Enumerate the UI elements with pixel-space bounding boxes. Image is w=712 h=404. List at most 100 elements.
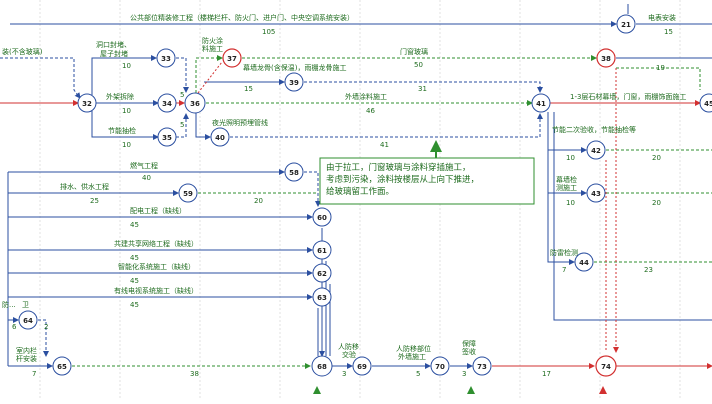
arrow-32-35 <box>91 111 159 140</box>
arrow-32-33 <box>91 55 157 95</box>
num-gas: 40 <box>142 174 151 182</box>
label-defense2: 外墙施工 <box>398 352 426 361</box>
node-64: 64 <box>18 310 38 330</box>
node-69: 69 <box>352 356 372 376</box>
label-glass-left: 装(不含玻璃) <box>2 47 43 56</box>
node-35: 35 <box>157 127 177 147</box>
node-45: 45 <box>699 93 712 113</box>
num-left-2: 2 <box>44 323 48 331</box>
svg-text:41: 41 <box>536 100 546 108</box>
num-curtain: 10 <box>566 199 575 207</box>
svg-text:43: 43 <box>591 190 601 198</box>
num-17: 17 <box>542 370 551 378</box>
num-water: 25 <box>90 197 99 205</box>
num-outer: 10 <box>122 107 131 115</box>
node-32: 32 <box>77 93 97 113</box>
label-hole: 洞口封堵、 <box>96 40 131 49</box>
node-21: 21 <box>616 14 636 34</box>
node-68: 68 <box>311 355 333 377</box>
svg-text:58: 58 <box>289 169 299 177</box>
label-smoke: 防雷检测 <box>550 248 578 257</box>
num-defense: 5 <box>416 370 420 378</box>
arrow-41-down <box>553 112 712 321</box>
label-outer: 外架拆除 <box>106 92 134 101</box>
label-common: 共建共享网络工程（缺线） <box>114 239 198 248</box>
num-light: 41 <box>380 141 389 149</box>
num-ceiling: 15 <box>244 85 253 93</box>
annotation-line2: 考虑到污染，涂料按楼层从上向下推进， <box>326 174 479 185</box>
label-left-d2: 防... <box>2 300 16 309</box>
svg-text:68: 68 <box>317 363 327 371</box>
num-20b: 20 <box>652 154 661 162</box>
svg-text:44: 44 <box>579 259 589 267</box>
svg-text:59: 59 <box>183 190 193 198</box>
annotation-line1: 由于拉工，门窗玻璃与涂料穿插施工， <box>326 162 471 173</box>
arrow-41-44 <box>547 193 575 265</box>
arrow-36-37 <box>195 55 223 93</box>
node-40: 40 <box>210 127 230 147</box>
svg-text:62: 62 <box>317 270 327 278</box>
label-light: 夜光照明预埋管线 <box>212 118 268 127</box>
label-left-d: 卫 <box>22 301 29 309</box>
num-smart: 45 <box>130 277 139 285</box>
num-left-6: 6 <box>12 323 17 331</box>
node-58: 58 <box>284 162 304 182</box>
svg-text:45: 45 <box>704 100 712 108</box>
num-exterior: 46 <box>366 107 375 115</box>
num-meter: 15 <box>664 28 673 36</box>
label-check: 保障 <box>462 339 476 348</box>
num-20a: 20 <box>254 197 263 205</box>
node-59: 59 <box>178 183 198 203</box>
svg-text:33: 33 <box>161 55 171 63</box>
label-power: 配电工程（缺线） <box>130 206 186 215</box>
node-42: 42 <box>586 140 606 160</box>
node-37: 37 <box>222 48 242 68</box>
node-74: 74 <box>595 355 617 377</box>
svg-text:64: 64 <box>23 317 33 325</box>
label-door-glass: 门窗玻璃 <box>400 47 428 56</box>
label-ceiling: 幕墙龙骨(含保温)，雨棚龙骨施工 <box>243 63 346 72</box>
num-20c: 20 <box>652 199 661 207</box>
label-lobby: 室内栏 <box>16 346 37 355</box>
label-smart: 智能化系统施工（缺线） <box>118 262 195 271</box>
num-check: 3 <box>462 370 466 378</box>
num-door-glass: 50 <box>414 61 423 69</box>
label-save: 节能抽检 <box>108 126 136 135</box>
num-facade-side: 10 <box>566 154 575 162</box>
node-63: 63 <box>312 287 332 307</box>
label-fire: 防火涂 <box>202 36 223 45</box>
label-curtain: 幕墙检 <box>556 175 577 184</box>
svg-text:61: 61 <box>317 247 327 255</box>
arrow-40-41 <box>230 113 543 138</box>
node-43: 43 <box>586 183 606 203</box>
label-facade-side: 节能二次验收，节能抽检等 <box>552 125 636 134</box>
label-top: 公共部位精装修工程（楼梯栏杆、防火门、进户门、中央空调系统安装） <box>130 13 354 22</box>
svg-text:39: 39 <box>289 79 299 87</box>
svg-text:21: 21 <box>621 21 631 29</box>
node-34: 34 <box>157 93 177 113</box>
label-curtain2: 测施工 <box>556 183 577 192</box>
svg-text:63: 63 <box>317 294 327 302</box>
label-meter: 电表安装 <box>648 13 676 22</box>
node-73: 73 <box>472 356 492 376</box>
node-62: 62 <box>312 263 332 283</box>
svg-text:74: 74 <box>601 363 611 371</box>
label-exterior: 外墙涂料施工 <box>345 92 387 101</box>
node-33: 33 <box>156 48 176 68</box>
node-65: 65 <box>52 356 72 376</box>
num-side-5b: 5 <box>180 121 184 129</box>
node-70: 70 <box>430 356 450 376</box>
svg-text:65: 65 <box>57 363 67 371</box>
node-61: 61 <box>312 240 332 260</box>
arrow-35-36 <box>176 113 189 138</box>
label-check2: 签收 <box>462 347 476 356</box>
num-side-31: 31 <box>418 85 427 93</box>
svg-text:37: 37 <box>227 55 237 63</box>
label-defense: 人防移部位 <box>396 344 431 353</box>
node-41: 41 <box>531 93 551 113</box>
num-23: 23 <box>644 266 653 274</box>
label-people: 人防移 <box>338 342 359 351</box>
arrow-left-to-32 <box>0 57 81 99</box>
num-common: 45 <box>130 254 139 262</box>
